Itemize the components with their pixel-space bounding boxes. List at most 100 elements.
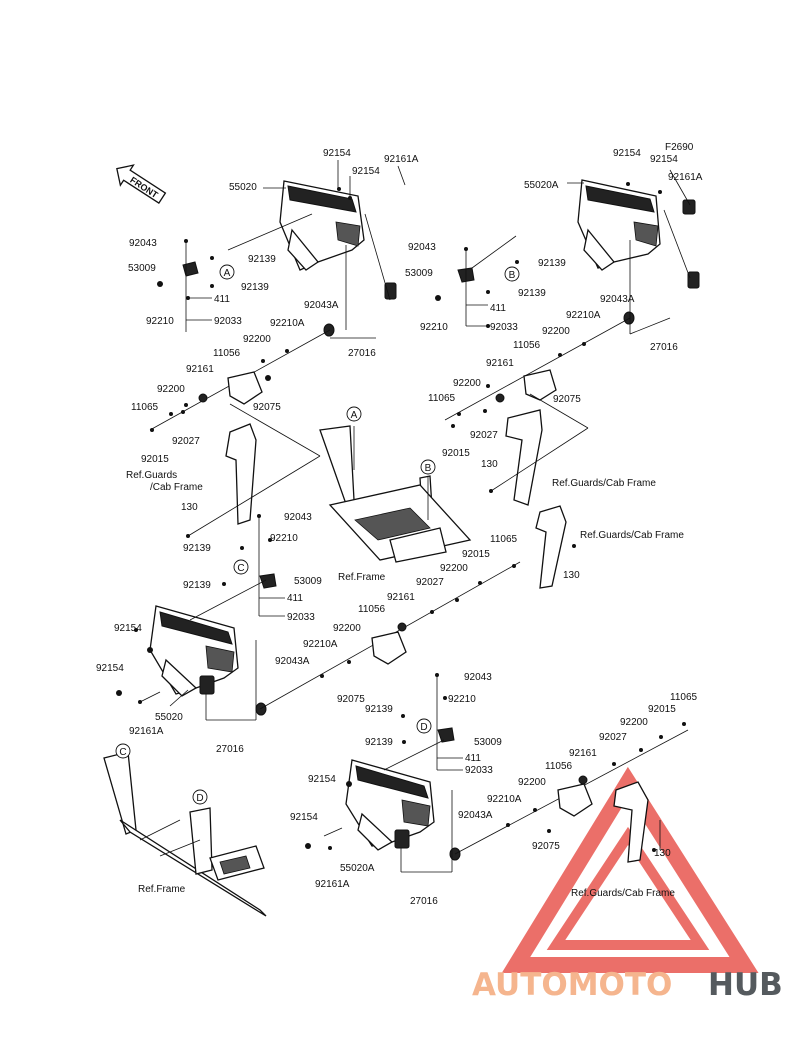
label-a-92161: 92161: [186, 364, 214, 375]
label-d-92075: 92075: [532, 841, 560, 852]
label-b-92161A: 92161A: [668, 172, 703, 183]
assembly-a: [149, 160, 406, 538]
label-a-92043A: 92043A: [304, 300, 339, 311]
svg-text:A: A: [351, 410, 358, 421]
label-b-411: 411: [490, 303, 506, 314]
callout-frame-d: D: [192, 789, 208, 805]
label-b-92139b: 92139: [518, 288, 546, 299]
svg-text:B: B: [425, 463, 432, 474]
callout-d: D: [416, 718, 432, 734]
label-a-92027: 92027: [172, 436, 200, 447]
label-a-92043: 92043: [129, 238, 157, 249]
label-d-11056: 11056: [545, 761, 573, 772]
label-a-92139b: 92139: [241, 282, 269, 293]
label-c-92210A: 92210A: [303, 639, 338, 650]
label-b-92139: 92139: [538, 258, 566, 269]
label-c-55020: 55020: [155, 712, 183, 723]
label-a-92210: 92210: [146, 316, 174, 327]
watermark-text: AUTOMOTO HUB: [472, 967, 783, 1003]
label-c-92033: 92033: [287, 612, 315, 623]
label-b-53009: 53009: [405, 268, 433, 279]
label-d-27016: 27016: [410, 896, 438, 907]
label-a-53009: 53009: [128, 263, 156, 274]
label-d-92210: 92210: [448, 694, 476, 705]
watermark-auto: AUTOMOTO: [472, 967, 672, 1003]
label-a-92015: 92015: [141, 454, 169, 465]
label-b-92043: 92043: [408, 242, 436, 253]
label-d-92139: 92139: [365, 704, 393, 715]
label-b-92154b: 92154: [650, 154, 678, 165]
label-d-130: 130: [654, 848, 671, 859]
label-a-92200b: 92200: [157, 384, 185, 395]
front-arrow-icon: FRONT: [116, 164, 167, 205]
label-d-92154b: 92154: [290, 812, 318, 823]
svg-text:C: C: [119, 747, 126, 758]
label-d-92015: 92015: [648, 704, 676, 715]
watermark-hub: HUB: [708, 967, 783, 1003]
label-c-92075: 92075: [337, 694, 365, 705]
label-a-11056: 11056: [213, 348, 241, 359]
svg-text:B: B: [509, 270, 516, 281]
label-a-92075: 92075: [253, 402, 281, 413]
label-c-411: 411: [287, 593, 303, 604]
label-a-411: 411: [214, 294, 230, 305]
label-b-92210: 92210: [420, 322, 448, 333]
label-d-92139b: 92139: [365, 737, 393, 748]
label-a-130: 130: [181, 502, 198, 513]
label-a-11065: 11065: [131, 402, 159, 413]
label-c-92027: 92027: [416, 577, 444, 588]
label-d-92033: 92033: [465, 765, 493, 776]
part-labels: 92154 92161A 55020 92154 92043 92139 530…: [96, 142, 703, 907]
callout-b: B: [504, 266, 520, 282]
label-a-92161A: 92161A: [384, 154, 419, 165]
label-a-92210A: 92210A: [270, 318, 305, 329]
label-frame2-ref: Ref.Frame: [138, 884, 186, 895]
label-b-92075: 92075: [553, 394, 581, 405]
assembly-c: [116, 505, 576, 721]
assembly-d: [305, 673, 689, 873]
label-a-92154: 92154: [323, 148, 351, 159]
svg-text:D: D: [196, 793, 203, 804]
label-b-27016: 27016: [650, 342, 678, 353]
label-d-92161A: 92161A: [315, 879, 350, 890]
callout-frame-a: A: [346, 406, 362, 422]
frame-center: [319, 425, 472, 563]
label-c-130: 130: [563, 570, 580, 581]
label-b-92033: 92033: [490, 322, 518, 333]
label-d-11065: 11065: [670, 692, 698, 703]
label-d-92043: 92043: [464, 672, 492, 683]
label-d-411: 411: [465, 753, 481, 764]
svg-text:D: D: [420, 722, 427, 733]
label-b-F2690: F2690: [665, 142, 694, 153]
label-c-92200: 92200: [440, 563, 468, 574]
label-c-92210: 92210: [270, 533, 298, 544]
label-d-92027: 92027: [599, 732, 627, 743]
label-frame-ref: Ref.Frame: [338, 572, 386, 583]
svg-text:C: C: [237, 563, 244, 574]
watermark-logo: [501, 766, 759, 973]
callout-frame-b: B: [420, 459, 436, 475]
label-a-92154b: 92154: [352, 166, 380, 177]
label-c-27016: 27016: [216, 744, 244, 755]
svg-text:A: A: [224, 268, 231, 279]
label-d-53009: 53009: [474, 737, 502, 748]
label-d-92200: 92200: [620, 717, 648, 728]
label-b-92015: 92015: [442, 448, 470, 459]
label-d-92043A: 92043A: [458, 810, 493, 821]
label-c-92139b: 92139: [183, 580, 211, 591]
label-c-92161: 92161: [387, 592, 415, 603]
label-c-11056: 11056: [358, 604, 386, 615]
label-b-92200: 92200: [542, 326, 570, 337]
label-b-92210A: 92210A: [566, 310, 601, 321]
label-b-92200b: 92200: [453, 378, 481, 389]
label-b-11056: 11056: [513, 340, 541, 351]
label-d-92210A: 92210A: [487, 794, 522, 805]
label-c-92200b: 92200: [333, 623, 361, 634]
label-b-130: 130: [481, 459, 498, 470]
label-b-92043A: 92043A: [600, 294, 635, 305]
label-d-ref: Ref.Guards/Cab Frame: [571, 888, 675, 899]
label-a-55020: 55020: [229, 182, 257, 193]
label-c-92043: 92043: [284, 512, 312, 523]
label-c-92161A: 92161A: [129, 726, 164, 737]
